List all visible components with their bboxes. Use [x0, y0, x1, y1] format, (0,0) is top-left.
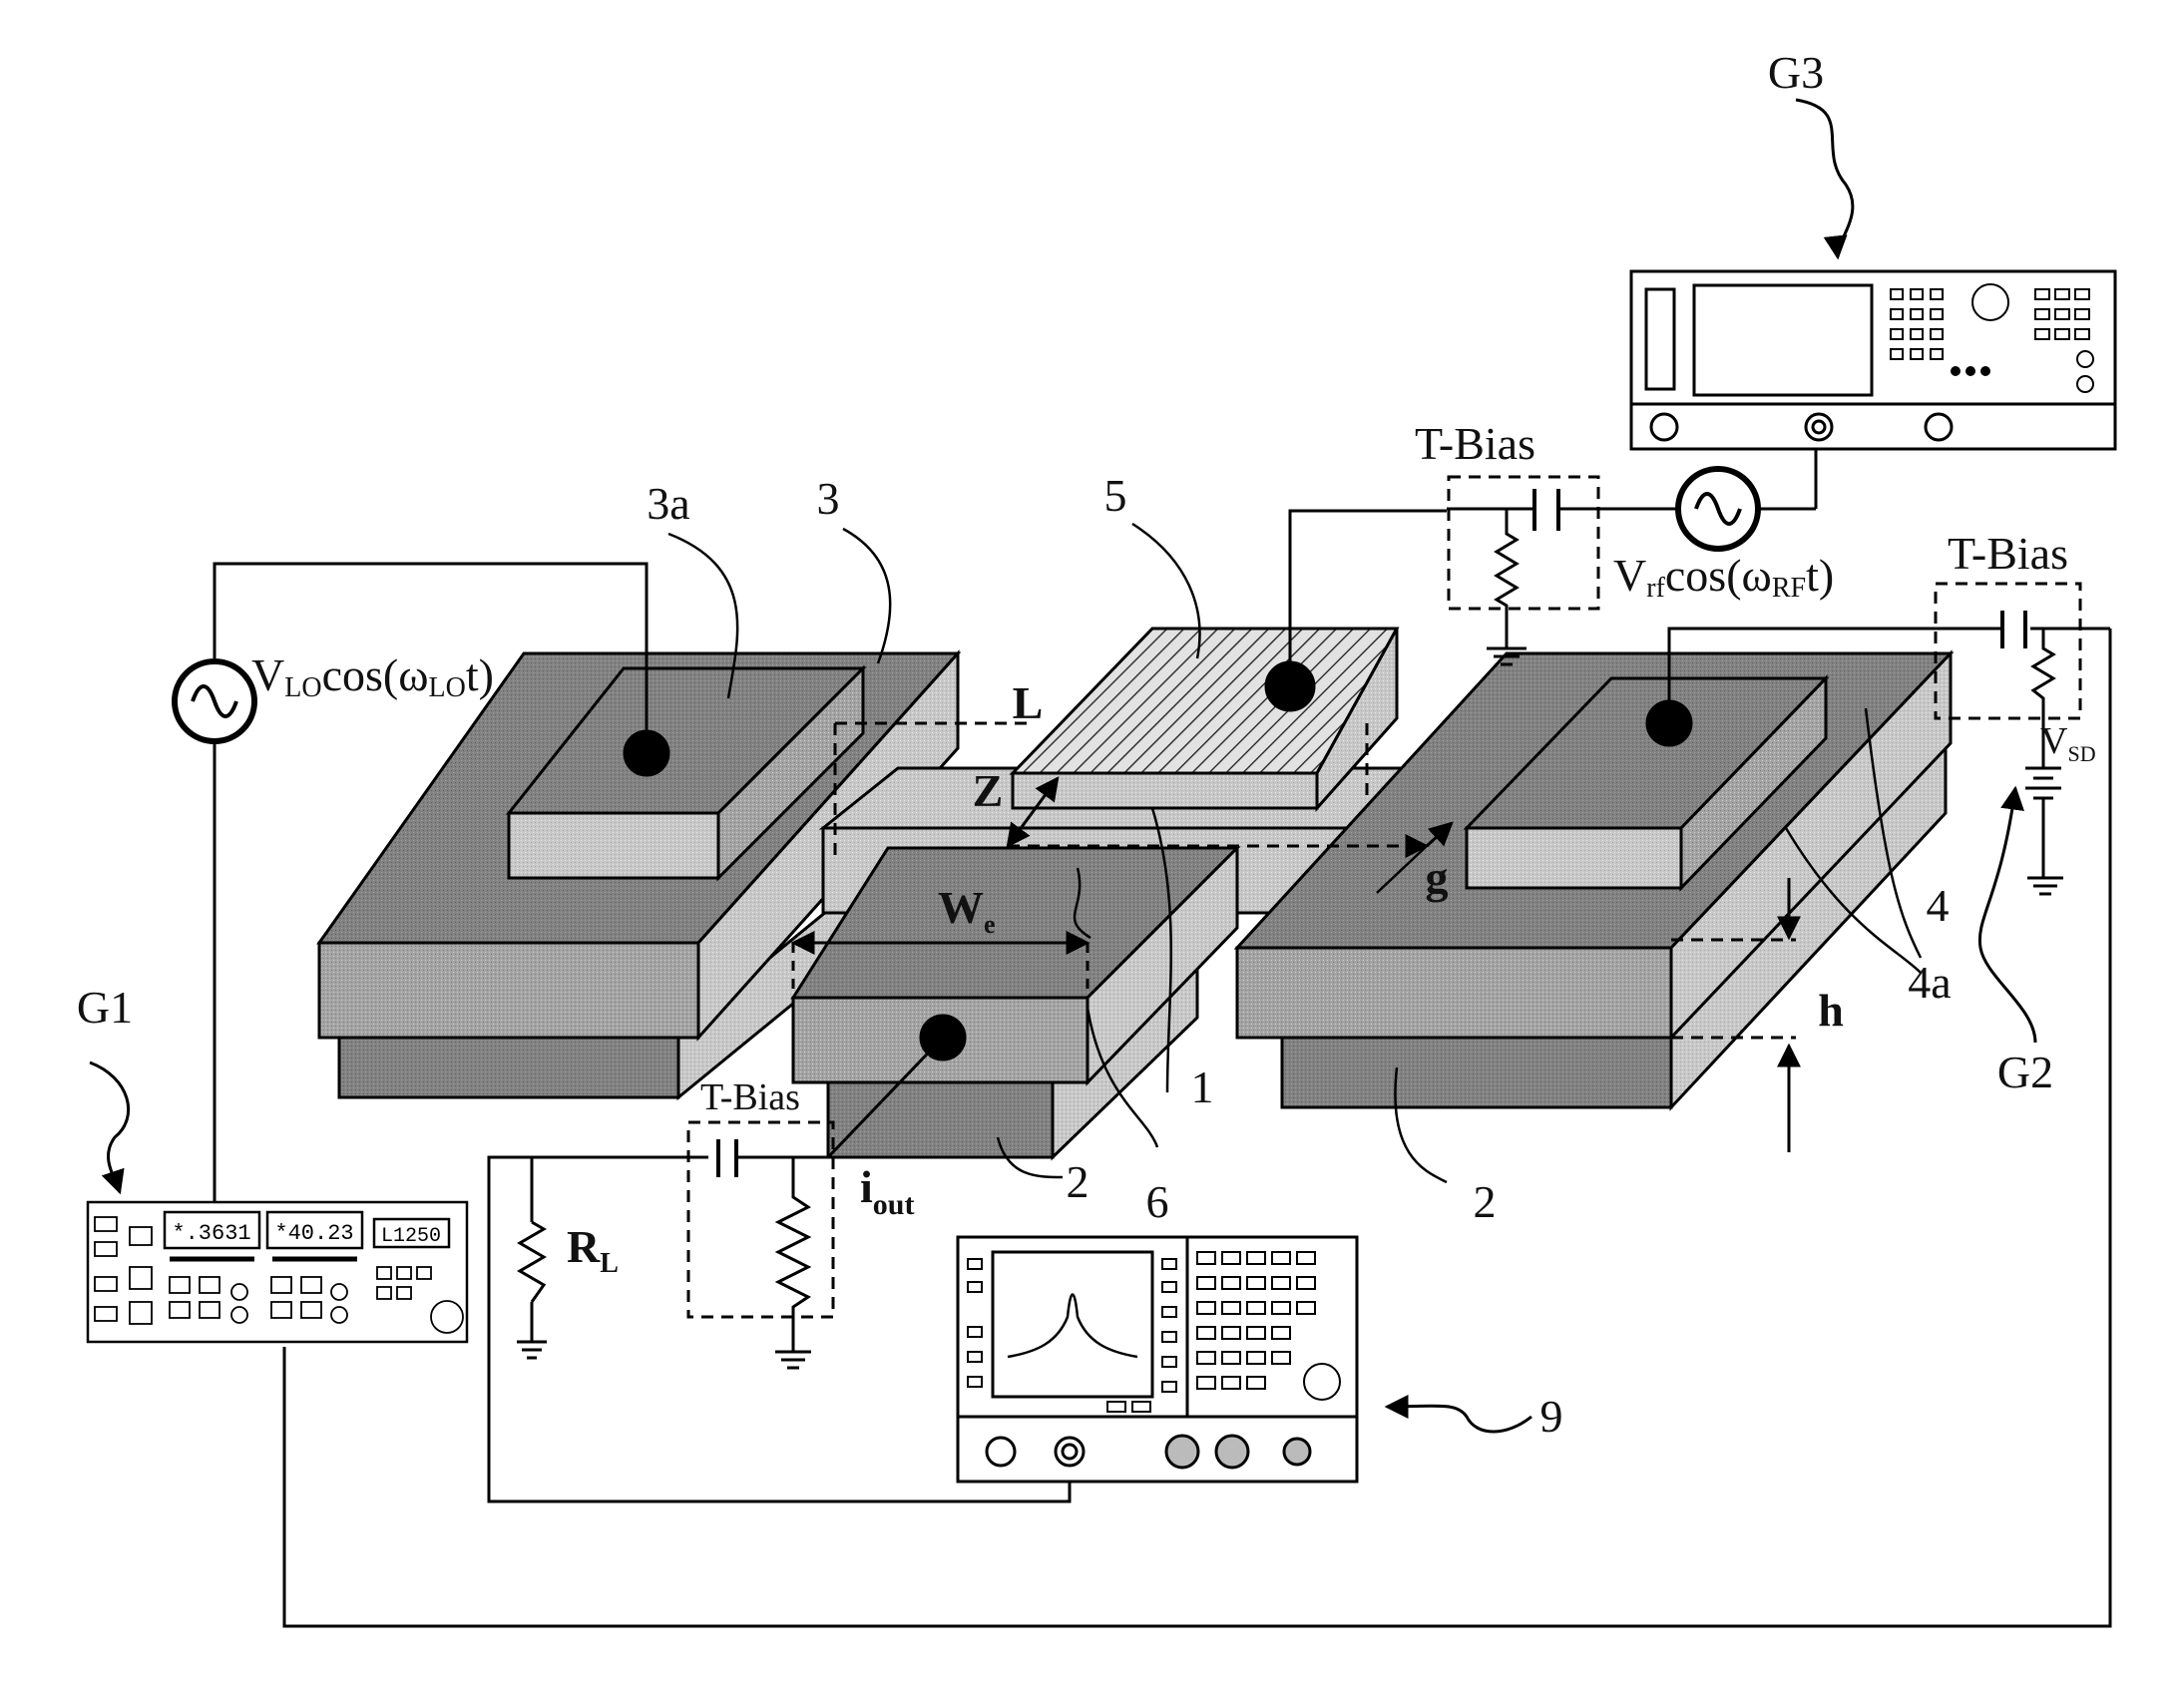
dimension-h: h [1818, 985, 1844, 1036]
rl-label: RL [567, 1221, 619, 1279]
label-G1: G1 [77, 982, 133, 1033]
tbias-label-right: T-Bias [1948, 528, 2068, 579]
label-4a: 4a [1908, 957, 1951, 1008]
top-electrode-5 [1013, 629, 1397, 808]
label-3a: 3a [647, 478, 689, 529]
instrument-G1: *.3631 *40.23 L1250 [88, 1202, 467, 1342]
label-9: 9 [1540, 1391, 1563, 1442]
label-5: 5 [1104, 470, 1127, 521]
source-RF-label: Vrfcos(ωRFt) [1613, 550, 1834, 604]
label-2-right: 2 [1474, 1176, 1497, 1227]
label-6: 6 [1146, 1176, 1169, 1227]
tbias-label-top: T-Bias [1415, 418, 1535, 469]
ac-source-RF [1678, 469, 1758, 549]
tbias-label-left: T-Bias [700, 1076, 800, 1118]
label-1: 1 [1191, 1061, 1214, 1112]
dimension-Z: Z [973, 765, 1004, 816]
dimension-g: g [1426, 852, 1449, 903]
iout-label: iout [860, 1161, 914, 1221]
vsd-label: VSD [2040, 720, 2096, 766]
label-2-left: 2 [1067, 1156, 1090, 1207]
label-3: 3 [817, 473, 840, 524]
ac-source-LO [175, 661, 254, 741]
g1-display-3: L1250 [381, 1225, 441, 1248]
g1-display-1: *.3631 [172, 1221, 250, 1246]
label-4: 4 [1927, 880, 1950, 931]
dimension-L: L [1013, 677, 1044, 728]
label-G2: G2 [1997, 1047, 2053, 1097]
g1-display-2: *40.23 [274, 1221, 353, 1246]
spectrum-analyzer-9 [958, 1237, 1357, 1482]
instrument-G3 [1631, 271, 2115, 449]
source-LO-label: VLOcos(ωLOt) [251, 649, 494, 703]
label-G3: G3 [1768, 47, 1824, 98]
